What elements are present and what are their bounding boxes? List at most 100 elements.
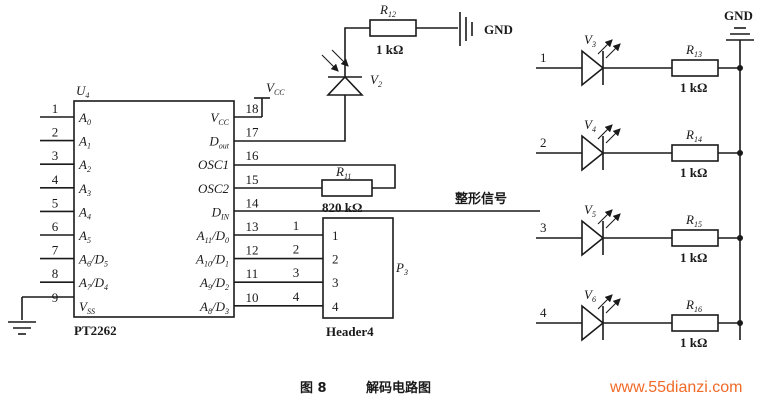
led-emit-arrow xyxy=(597,209,613,225)
pin-number: 13 xyxy=(246,219,259,234)
resistor-value: 1 kΩ xyxy=(680,335,707,350)
v2-receiver-diode xyxy=(321,49,364,96)
pin-number: 18 xyxy=(246,101,259,116)
right-ground-symbol xyxy=(726,27,754,41)
led-symbol xyxy=(581,49,605,87)
pin-number: 12 xyxy=(246,243,259,258)
bus-line-number: 4 xyxy=(293,289,300,304)
r11-ref: R11 xyxy=(335,164,351,181)
pin-number: 6 xyxy=(52,219,59,234)
bus-line-number: 1 xyxy=(293,218,300,233)
figure-number: 图 8 xyxy=(300,381,327,396)
chip-right-pins: 18VCC17Dout16OSC115OSC214DIN13A11/D012A1… xyxy=(195,101,323,316)
resistor-ref: R16 xyxy=(685,297,702,314)
header-pin-number: 1 xyxy=(332,228,339,243)
junction-dot xyxy=(737,320,743,326)
dout-wire xyxy=(234,95,346,142)
output-input-number: 4 xyxy=(540,305,547,320)
r11-resistor xyxy=(321,179,373,197)
pin-number: 16 xyxy=(246,148,260,163)
resistor-ref: R15 xyxy=(685,212,702,229)
output-input-number: 1 xyxy=(540,50,547,65)
pin-signal-name: A9/D2 xyxy=(199,275,229,292)
r12-wire-left xyxy=(344,27,370,52)
r12-ref: R12 xyxy=(379,2,396,19)
led-emit-arrow xyxy=(597,39,613,55)
pin-signal-name: A7/D4 xyxy=(78,275,108,292)
resistor-ref: R13 xyxy=(685,42,702,59)
pin-signal-name: OSC1 xyxy=(198,157,229,172)
pin-signal-name: A11/D0 xyxy=(196,228,229,245)
watermark: www.55dianzi.com xyxy=(609,379,743,396)
junction-dot xyxy=(737,65,743,71)
r12-resistor xyxy=(369,19,417,37)
pin-signal-name: Dout xyxy=(208,134,229,151)
pin-number: 14 xyxy=(246,195,260,210)
resistor-value: 1 kΩ xyxy=(680,250,707,265)
pin-number: 15 xyxy=(246,172,259,187)
pin-number: 17 xyxy=(246,125,260,140)
led-symbol xyxy=(581,304,605,342)
output-input-number: 2 xyxy=(540,135,547,150)
pt2262-chip-body xyxy=(73,100,235,318)
led-emit-arrow xyxy=(597,124,613,140)
led-emit-arrow xyxy=(605,128,621,144)
pin-signal-name: OSC2 xyxy=(198,181,230,196)
pin-signal-name: A4 xyxy=(78,204,91,221)
output-input-number: 3 xyxy=(540,220,547,235)
pin-number: 10 xyxy=(246,290,259,305)
pin-signal-name: A1 xyxy=(78,134,91,151)
pin-number: 5 xyxy=(52,195,59,210)
pin-signal-name: A10/D1 xyxy=(195,252,229,269)
bus-line-number: 2 xyxy=(293,242,300,257)
pin-number: 2 xyxy=(52,125,59,140)
chip-part-label: PT2262 xyxy=(74,323,117,338)
header-pin-number: 2 xyxy=(332,252,339,267)
vcc-label: VCC xyxy=(266,80,285,97)
top-ground-symbol xyxy=(459,12,473,46)
r11-value: 820 kΩ xyxy=(322,200,362,215)
vcc-supply xyxy=(234,97,270,118)
output-resistor xyxy=(671,144,719,162)
led-ref: V4 xyxy=(584,117,596,134)
pin-signal-name: A0 xyxy=(78,110,91,127)
pin-signal-name: VSS xyxy=(79,299,95,316)
led-ref: V3 xyxy=(584,32,596,49)
output-resistor xyxy=(671,229,719,247)
junction-dot xyxy=(737,235,743,241)
r12-value: 1 kΩ xyxy=(376,42,403,57)
header-pin-number: 4 xyxy=(332,299,339,314)
led-symbol xyxy=(581,219,605,257)
pin-number: 3 xyxy=(52,148,59,163)
resistor-value: 1 kΩ xyxy=(680,80,707,95)
led-emit-arrow xyxy=(597,294,613,310)
right-gnd-label: GND xyxy=(724,8,753,23)
chip-ref-label: U4 xyxy=(76,83,89,100)
led-ref: V6 xyxy=(584,287,596,304)
led-emit-arrow xyxy=(605,298,621,314)
led-symbol xyxy=(581,134,605,172)
pin-signal-name: A6/D5 xyxy=(78,252,108,269)
pin-number: 8 xyxy=(52,266,59,281)
header-ref: P3 xyxy=(395,260,408,277)
pin-signal-name: VCC xyxy=(210,110,229,127)
figure-title: 解码电路图 xyxy=(365,380,431,396)
pin-number: 4 xyxy=(52,172,59,187)
header-part-label: Header4 xyxy=(326,324,374,339)
pin-signal-name: A8/D3 xyxy=(199,299,229,316)
output-resistor xyxy=(671,59,719,77)
output-resistor xyxy=(671,314,719,332)
pin-signal-name: A2 xyxy=(78,157,91,174)
led-ref: V5 xyxy=(584,202,596,219)
header-p3-body xyxy=(322,217,394,319)
pin-signal-name: DIN xyxy=(211,204,230,221)
top-gnd-label: GND xyxy=(484,22,513,37)
junction-dot xyxy=(737,150,743,156)
